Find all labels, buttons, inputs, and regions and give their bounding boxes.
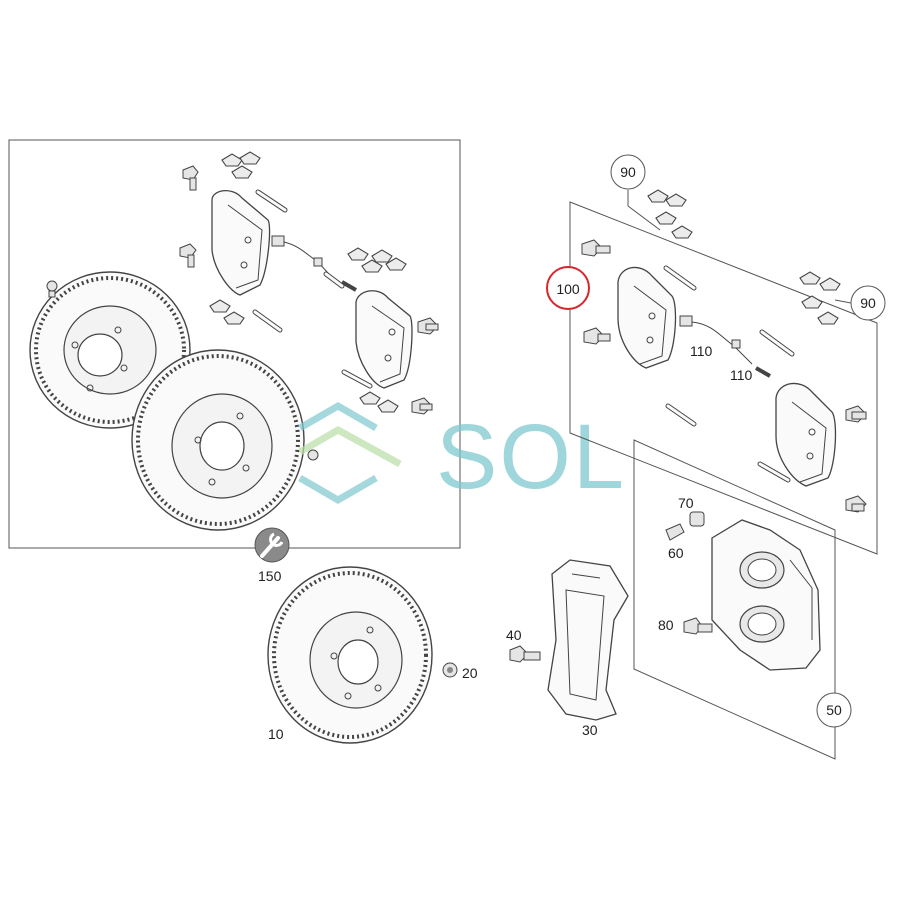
bolt-overview-1: [182, 165, 199, 191]
callout-80: 80: [658, 617, 674, 633]
callout-110-b: 110: [730, 367, 753, 383]
watermark-text: SOL: [436, 406, 626, 508]
callout-60: 60: [668, 545, 684, 561]
spring-clips-kit-top: [647, 189, 693, 239]
guide-pin-kit-2: [759, 329, 795, 357]
guide-pin-overview-2: [323, 271, 345, 289]
bolt-overview-2: [179, 243, 197, 268]
bolt-kit-1: [581, 239, 611, 257]
spring-clips-overview-bottom: [359, 391, 399, 413]
bolt-kit-2: [583, 327, 611, 345]
callout-100: 100: [556, 281, 580, 297]
caliper-kit-frame: [633, 439, 836, 760]
callout-circle-100: [546, 266, 590, 310]
brake-disc-rear-left: [29, 271, 191, 429]
bleed-cap: [689, 511, 705, 527]
bolt-kit-3: [845, 405, 867, 423]
bolt-kit-4: [845, 495, 867, 513]
bolt-overview-4: [411, 397, 433, 415]
callout-20: 20: [462, 665, 478, 681]
callout-40: 40: [506, 627, 522, 643]
bolt-overview-3: [417, 317, 439, 335]
caliper-bolt: [683, 617, 713, 635]
brake-pad-kit-2: [775, 382, 837, 487]
guide-pin-overview-3: [252, 309, 283, 333]
callout-150: 150: [258, 568, 282, 584]
callout-90-top: 90: [620, 164, 636, 180]
spring-clips-overview-mid: [209, 299, 245, 325]
brake-pad-kit-1: [617, 266, 677, 369]
brake-disc-front-overview: [131, 349, 305, 531]
brake-disc-front: [267, 566, 433, 744]
carrier-bolt: [509, 645, 541, 663]
spring-clips-kit-right: [799, 271, 841, 325]
wrench-icon: [254, 527, 290, 563]
wear-sensor-overview: [271, 235, 357, 292]
bleed-screw: [665, 523, 685, 541]
guide-pin-overview-1: [255, 189, 288, 213]
callout-30: 30: [582, 722, 598, 738]
callout-110-a: 110: [690, 343, 713, 359]
brake-pad-overview-2: [355, 290, 413, 389]
disc-screw-overview: [307, 449, 319, 461]
caliper-housing: [711, 519, 821, 671]
spring-clips-overview-top: [221, 151, 261, 179]
wear-sensor-kit: [679, 315, 771, 378]
callout-circle-90-top: [610, 154, 646, 190]
guide-pin-overview-4: [341, 369, 373, 389]
callout-90-right: 90: [860, 295, 876, 311]
guide-pin-kit-1: [663, 265, 697, 291]
disc-screw: [442, 662, 458, 678]
spring-clips-overview-right: [347, 247, 407, 273]
caliper-carrier: [547, 559, 629, 721]
watermark-logo-mark: [298, 401, 402, 505]
callout-10: 10: [268, 726, 284, 742]
pad-kit-frame: [569, 201, 878, 555]
brake-pad-overview-1: [211, 190, 271, 296]
guide-pin-kit-3: [665, 403, 697, 427]
callout-70: 70: [678, 495, 694, 511]
callout-circle-50: [816, 692, 852, 728]
guide-pin-kit-4: [757, 461, 791, 483]
disc-screw-left: [46, 280, 58, 298]
assembly-frame-left: [8, 139, 461, 549]
callout-50: 50: [826, 702, 842, 718]
